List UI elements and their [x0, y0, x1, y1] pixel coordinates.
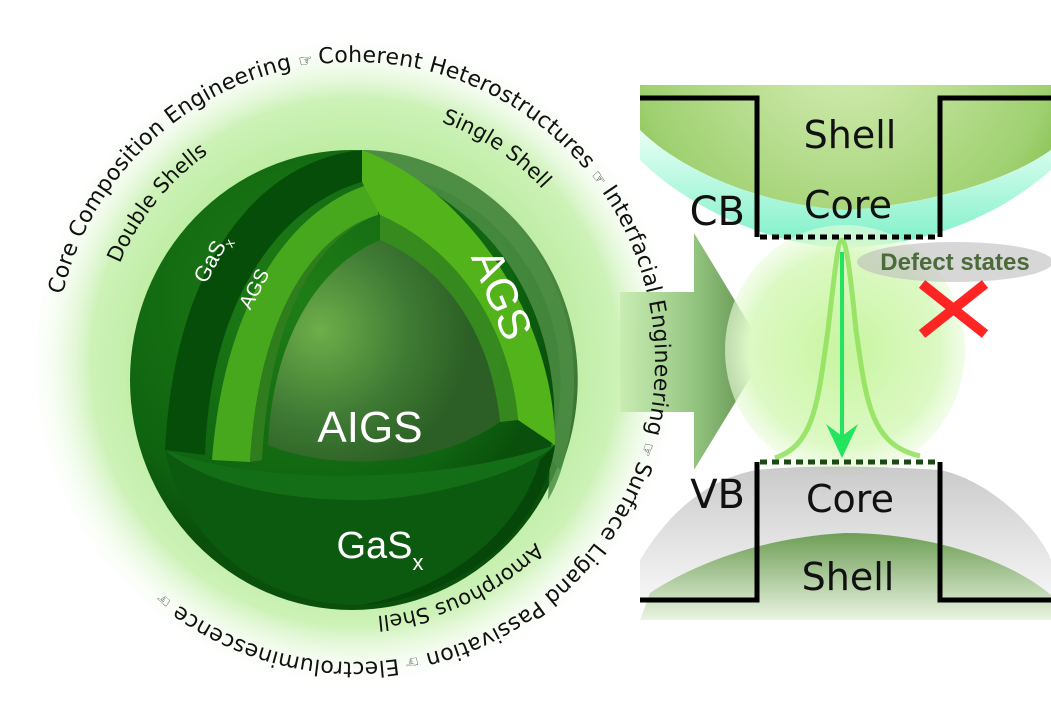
gas-bottom-label: GaSx [336, 525, 423, 575]
right-block-arrow [620, 233, 766, 470]
gas-shell-bottom-shadow [360, 445, 555, 605]
cb-label: CB [690, 189, 745, 235]
cb-shell-label: Shell [804, 113, 897, 157]
ags-shell-left-wall [212, 182, 378, 462]
pointing-hand-icon: ☞ [297, 49, 320, 71]
red-x-icon [918, 280, 989, 338]
pointing-hand-icon: ☞ [635, 440, 659, 465]
down-arrow-icon [826, 252, 858, 458]
gas-shell-bottom-top [165, 445, 555, 500]
aigs-core [268, 240, 500, 462]
vb-shell-label: Shell [802, 555, 895, 599]
core-label: AIGS [317, 403, 422, 452]
core-shell-sphere [130, 150, 578, 610]
vb-core-label: Core [806, 477, 894, 521]
ags-shell-right-edge [380, 215, 518, 422]
gas-bottom-subscript: x [413, 550, 424, 575]
defect-states-ellipse [857, 242, 1051, 282]
pointing-hand-icon: ☞ [398, 651, 421, 673]
band-diagram-shapes [640, 85, 1051, 620]
wavefunction-curve [774, 237, 921, 461]
gas-bottom-text: GaS [336, 525, 412, 567]
sphere-right-gloss [362, 150, 575, 500]
cb-band-edge [640, 95, 1051, 237]
vb-band-edge [640, 462, 1051, 603]
defect-states-label: Defect states [880, 249, 1029, 276]
ags-shell-left-edge [250, 215, 378, 462]
ags-shell-right-wall [362, 150, 555, 445]
cb-core-band [640, 130, 1051, 248]
emission-glow [725, 225, 965, 475]
gas-shell-left-wall [165, 150, 362, 455]
vb-label: VB [690, 472, 745, 518]
cb-shell-band [640, 85, 1051, 210]
cb-core-label: Core [804, 183, 892, 227]
sphere-right-surface [362, 150, 578, 470]
